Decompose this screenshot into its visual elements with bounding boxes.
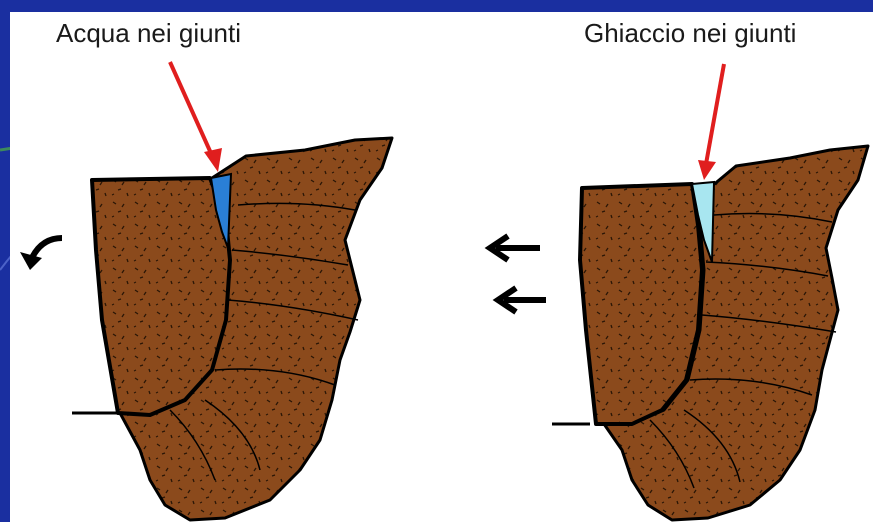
left-push-arrow-icon bbox=[490, 236, 540, 260]
left-push-arrow-icon bbox=[498, 288, 546, 312]
curved-rotation-arrow-icon bbox=[20, 238, 62, 270]
left-scene bbox=[20, 62, 392, 520]
right-scene bbox=[490, 64, 868, 520]
red-pointer-arrow-icon bbox=[170, 62, 222, 172]
red-pointer-arrow-icon bbox=[698, 64, 724, 180]
